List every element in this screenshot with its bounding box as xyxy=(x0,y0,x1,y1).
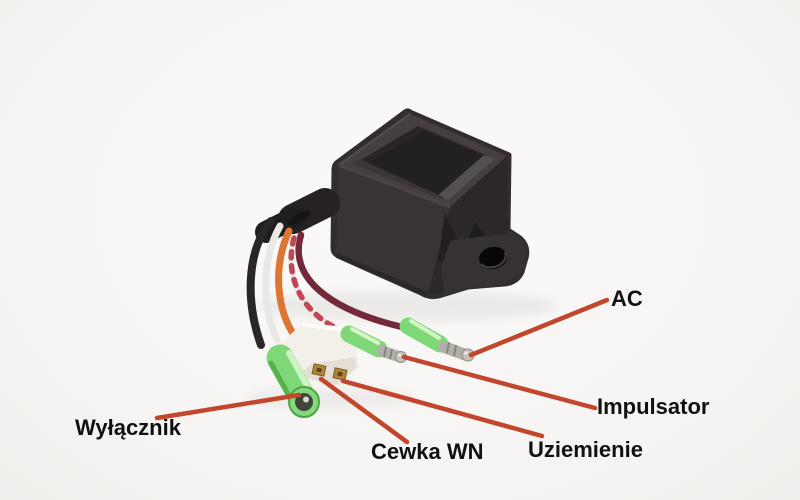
label-cewka-wn: Cewka WN xyxy=(371,439,484,464)
connector-terminal-2 xyxy=(332,367,348,381)
annotation-lines xyxy=(154,297,610,445)
impulsator-leader-line xyxy=(401,354,598,411)
maroon-wire xyxy=(295,231,406,331)
orange-wire xyxy=(275,227,300,342)
wylacznik-leader-line xyxy=(154,392,302,421)
label-wylacznik: Wyłącznik xyxy=(75,415,181,440)
ac-leader-line xyxy=(468,297,610,358)
impulsator-bullet-connector xyxy=(340,325,407,363)
label-uziemienie: Uziemienie xyxy=(528,437,643,462)
connector-terminal-1 xyxy=(311,363,327,377)
mounting-flange xyxy=(441,233,525,294)
white-wire xyxy=(262,222,284,344)
white-connector xyxy=(281,322,360,388)
ac-bullet-connector xyxy=(399,317,475,362)
cdi-box xyxy=(255,108,530,300)
label-impulsator: Impulsator xyxy=(597,394,710,419)
uziemienie-leader-line xyxy=(340,378,545,439)
label-ac: AC xyxy=(611,286,643,311)
wire-boot xyxy=(255,188,340,243)
black-wire xyxy=(246,217,275,349)
cewka-wn-leader-line xyxy=(318,376,410,445)
